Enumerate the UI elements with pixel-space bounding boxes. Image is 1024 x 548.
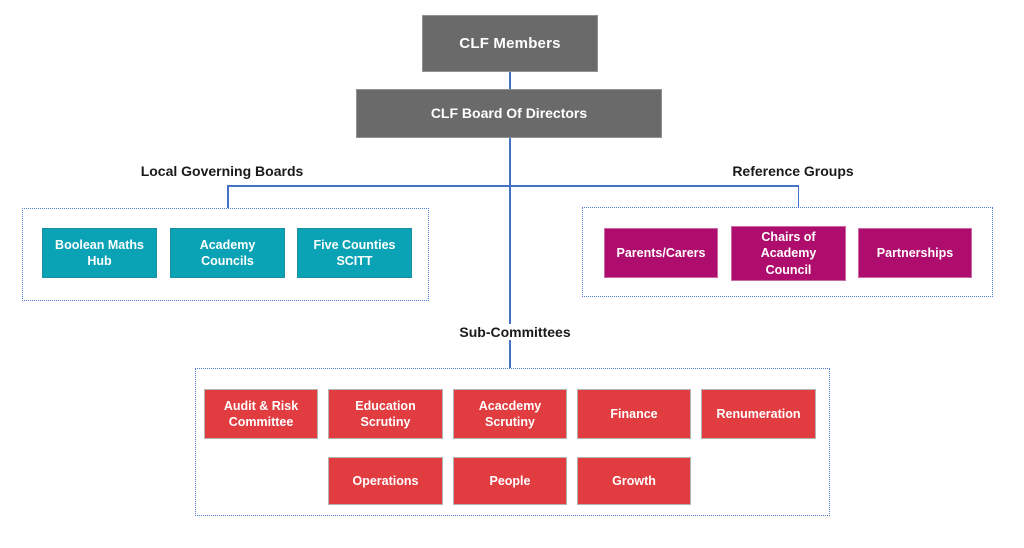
section-label-reference-groups: Reference Groups — [732, 163, 854, 179]
org-node-five-counties-scitt: Five Counties SCITT — [297, 228, 412, 278]
org-node-label: Growth — [612, 473, 656, 488]
org-node-parents-carers: Parents/Carers — [604, 228, 718, 278]
org-node-finance: Finance — [577, 389, 691, 439]
org-node-label: Chairs of Academy Council — [760, 230, 817, 277]
org-node-label: Five Counties SCITT — [313, 237, 396, 268]
org-node-academy-councils: Academy Councils — [170, 228, 285, 278]
org-node-growth: Growth — [577, 457, 691, 505]
org-node-label: Finance — [610, 406, 658, 421]
org-node-label: Acacdemy Scrutiny — [478, 398, 542, 429]
org-node-label: Boolean Maths Hub — [55, 237, 144, 268]
org-node-label: Academy Councils — [199, 237, 256, 268]
connector-board-to-subcommittees — [509, 138, 511, 368]
org-node-clf-members: CLF Members — [422, 15, 598, 72]
connector-branch-horizontal — [227, 185, 799, 187]
connector-members-to-board — [509, 72, 511, 90]
org-node-label: People — [489, 473, 531, 488]
org-node-label: Audit & Risk Committee — [223, 398, 299, 429]
org-node-label: CLF Members — [459, 34, 561, 52]
org-node-people: People — [453, 457, 567, 505]
org-node-label: Parents/Carers — [616, 245, 706, 260]
org-node-label: Renumeration — [716, 406, 801, 421]
org-node-label: Partnerships — [876, 245, 954, 260]
section-label-local-governing-boards: Local Governing Boards — [140, 163, 304, 179]
org-node-clf-board-of-directors: CLF Board Of Directors — [356, 89, 662, 138]
org-node-label: CLF Board Of Directors — [430, 105, 588, 122]
group-sub-committees — [195, 368, 830, 516]
org-node-boolean-maths-hub: Boolean Maths Hub — [42, 228, 157, 278]
org-node-education-scrutiny: Education Scrutiny — [328, 389, 443, 439]
section-label-sub-committees: Sub-Committees — [454, 324, 576, 340]
org-node-renumeration: Renumeration — [701, 389, 816, 439]
connector-branch-left-drop — [227, 185, 229, 208]
org-node-operations: Operations — [328, 457, 443, 505]
connector-branch-right-drop — [797, 185, 799, 207]
org-node-chairs-of-academy-council: Chairs of Academy Council — [731, 226, 846, 281]
org-node-audit-risk-committee: Audit & Risk Committee — [204, 389, 318, 439]
group-reference-groups — [582, 207, 993, 297]
org-node-label: Operations — [352, 473, 419, 488]
org-node-label: Education Scrutiny — [355, 398, 416, 429]
group-local-governing-boards — [22, 208, 429, 301]
org-node-academy-scrutiny: Acacdemy Scrutiny — [453, 389, 567, 439]
org-node-partnerships: Partnerships — [858, 228, 972, 278]
